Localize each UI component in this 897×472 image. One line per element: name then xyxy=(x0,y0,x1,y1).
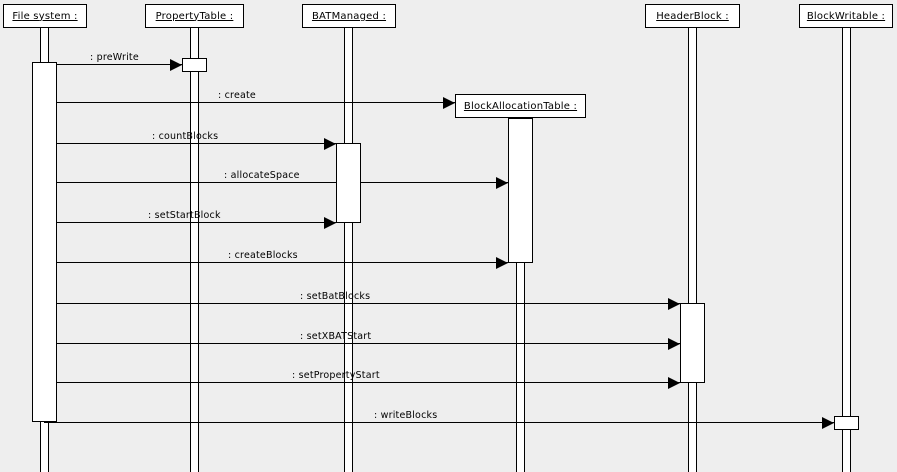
participant-box-filesystem[interactable]: File system : xyxy=(3,4,87,28)
message-label: : countBlocks xyxy=(152,131,219,142)
message-label: : preWrite xyxy=(90,52,139,63)
lifeline-stem-batmanaged xyxy=(344,28,353,472)
participant-label: PropertyTable : xyxy=(155,10,234,22)
participant-box-headerblock[interactable]: HeaderBlock : xyxy=(645,4,740,28)
message-arrowhead xyxy=(668,298,680,310)
participant-label: BlockAllocationTable : xyxy=(463,100,578,112)
participant-label: BlockWritable : xyxy=(806,10,886,22)
message-arrowhead xyxy=(822,417,834,429)
participant-label: File system : xyxy=(12,10,78,22)
participant-label: HeaderBlock : xyxy=(656,10,729,22)
message-arrowhead xyxy=(324,217,336,229)
message-arrowhead xyxy=(170,59,182,71)
participant-box-blockallocationtable[interactable]: BlockAllocationTable : xyxy=(455,94,586,118)
message-label: : create xyxy=(218,90,256,101)
message-line xyxy=(44,182,508,183)
message-line xyxy=(44,382,680,383)
participant-box-propertytable[interactable]: PropertyTable : xyxy=(145,4,244,28)
lifeline-stem-blockwritable xyxy=(842,28,851,472)
lifeline-stem-propertytable xyxy=(190,28,199,472)
message-arrowhead xyxy=(443,97,455,109)
participant-label: BATManaged : xyxy=(311,10,387,22)
message-label: : setPropertyStart xyxy=(292,370,380,381)
message-label: : createBlocks xyxy=(228,250,298,261)
message-arrowhead xyxy=(496,177,508,189)
activation-bar-headerblock xyxy=(680,303,705,383)
message-arrowhead xyxy=(668,377,680,389)
lifeline-stem-blockallocationtable xyxy=(516,118,525,472)
message-line xyxy=(44,64,182,65)
activation-bar-filesystem xyxy=(32,62,57,422)
lifeline-stem-headerblock xyxy=(688,28,697,472)
message-arrowhead xyxy=(668,338,680,350)
message-label: : setStartBlock xyxy=(148,210,221,221)
message-line xyxy=(44,143,336,144)
participant-box-batmanaged[interactable]: BATManaged : xyxy=(302,4,396,28)
activation-bar-blockallocationtable xyxy=(508,118,533,263)
message-line xyxy=(44,343,680,344)
message-line xyxy=(44,303,680,304)
message-label: : setXBATStart xyxy=(300,331,372,342)
message-line xyxy=(44,262,508,263)
activation-bar-propertytable xyxy=(182,58,207,72)
message-line xyxy=(44,422,834,423)
message-arrowhead xyxy=(324,138,336,150)
message-label: : writeBlocks xyxy=(374,410,438,421)
message-arrowhead xyxy=(496,257,508,269)
message-label: : allocateSpace xyxy=(224,170,300,181)
activation-bar-blockwritable xyxy=(834,416,859,430)
participant-box-blockwritable[interactable]: BlockWritable : xyxy=(799,4,893,28)
message-label: : setBatBlocks xyxy=(300,291,371,302)
activation-bar-batmanaged xyxy=(336,143,361,223)
message-line xyxy=(44,102,455,103)
message-line xyxy=(44,222,336,223)
